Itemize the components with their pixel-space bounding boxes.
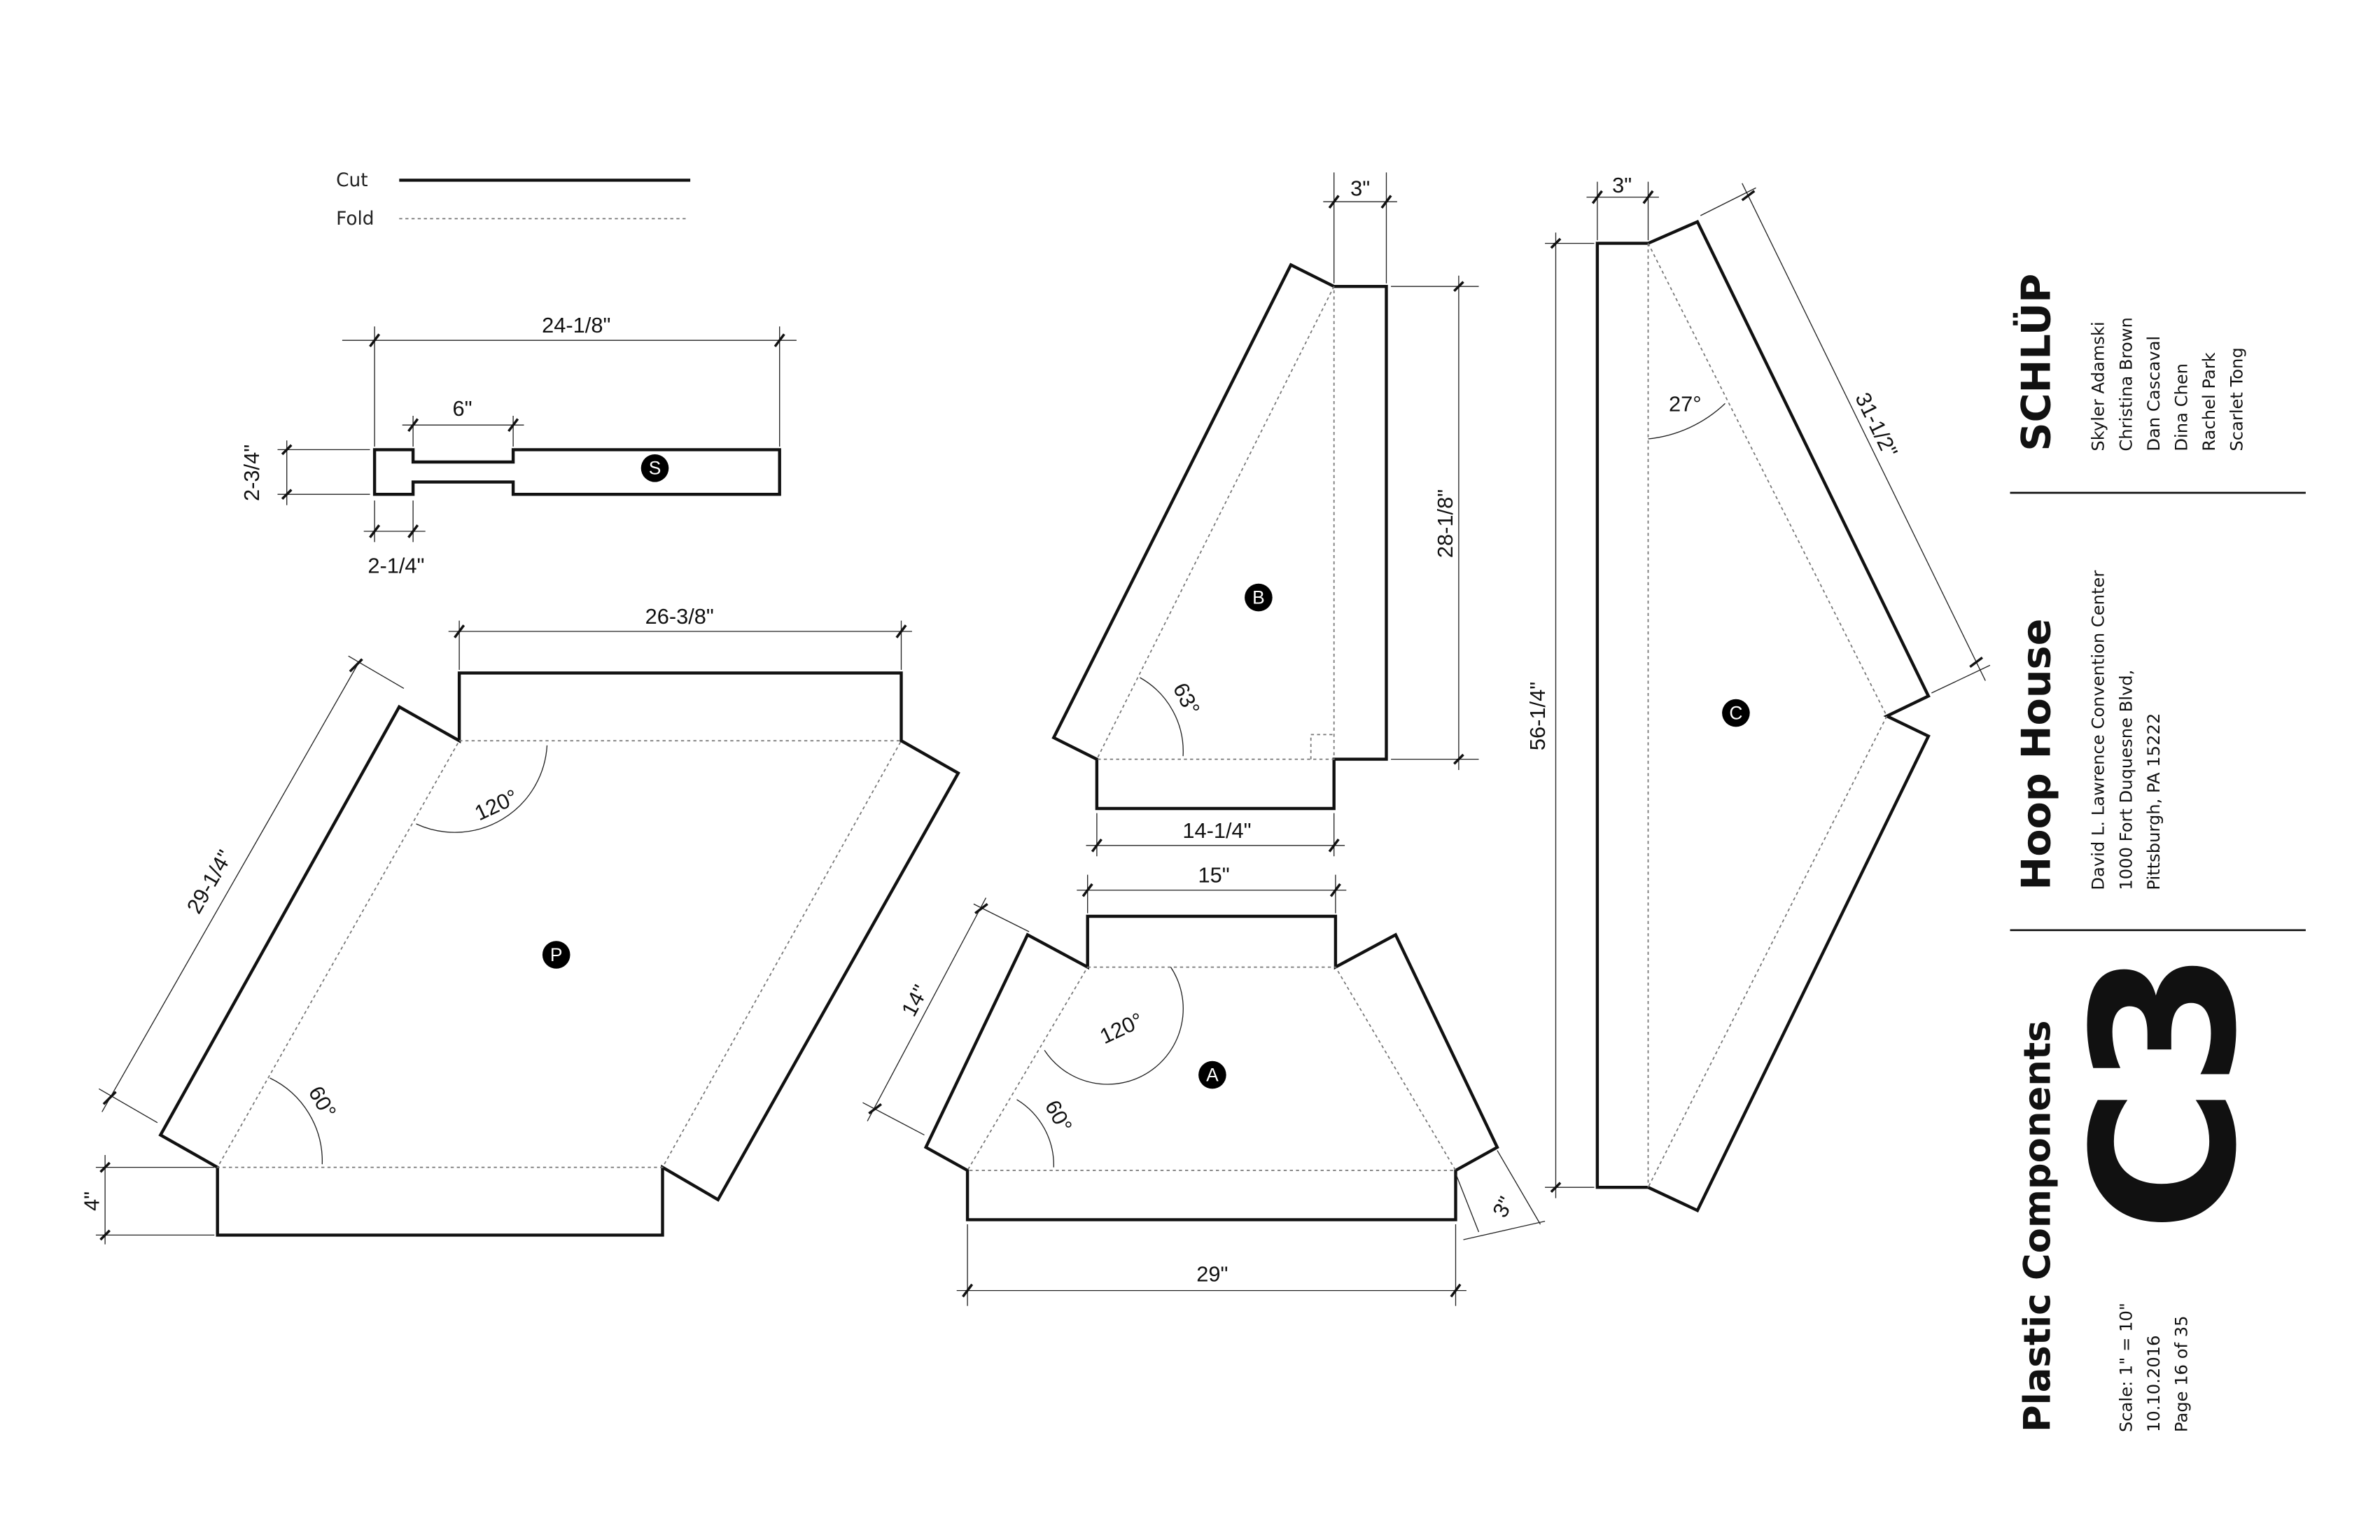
dim-text: 29-1/4"	[182, 846, 237, 918]
legend: Cut Fold	[336, 169, 691, 230]
dimension-c-flap: 3"	[1586, 173, 1659, 241]
scale-text: Scale: 1" = 10"	[2116, 1303, 2136, 1432]
dim-text: 31-1/2"	[1850, 388, 1903, 461]
dimension-s-head: 2-1/4"	[363, 500, 426, 578]
date-text: 10.10.2016	[2144, 1336, 2164, 1433]
dimension-a-bottom: 29"	[956, 1224, 1466, 1306]
sheet-number: C3	[2052, 950, 2281, 1232]
piece-b-outline	[1051, 262, 1388, 811]
piece-s-label: S	[649, 458, 662, 479]
angle-arc	[1648, 402, 1726, 440]
dim-text: 14-1/4"	[1182, 818, 1251, 843]
dim-text: 3"	[1350, 176, 1370, 200]
dim-text: 26-3/8"	[645, 604, 714, 629]
team-member: Dan Cascaval	[2144, 336, 2164, 451]
dim-text: 2-1/4"	[368, 553, 424, 578]
angle-arc	[1140, 677, 1184, 757]
piece-c-badge	[1722, 699, 1750, 727]
angle-text: 27°	[1669, 391, 1702, 416]
address-line: David L. Lawrence Convention Center	[2089, 570, 2108, 890]
dim-text: 4"	[79, 1191, 104, 1211]
project-name: Hoop House	[2014, 619, 2060, 890]
piece-a-label: A	[1206, 1064, 1219, 1085]
piece-s-badge	[640, 454, 669, 482]
piece-b-badge	[1245, 583, 1273, 612]
angle-arc	[1016, 1099, 1054, 1168]
piece-c-fold-lines	[1647, 243, 1888, 1188]
dim-text: 3"	[1612, 173, 1632, 197]
piece-b-fold-lines	[1096, 286, 1335, 760]
piece-b-label: B	[1252, 587, 1265, 608]
dimension-p-top: 26-3/8"	[448, 604, 912, 671]
piece-a: A 15" 29" 14" 3" 120° 60°	[862, 863, 1546, 1306]
dimension-s-neck: 6"	[402, 396, 524, 447]
piece-p-label: P	[550, 944, 563, 965]
sheet-title: Plastic Components	[2017, 1020, 2059, 1432]
legend-cut-label: Cut	[336, 169, 368, 191]
page-number: Page 16 of 35	[2172, 1316, 2192, 1433]
team-member: Skyler Adamski	[2089, 321, 2108, 451]
dim-text: 2-3/4"	[239, 444, 264, 501]
dim-text: 3"	[1488, 1193, 1518, 1222]
dimension-b-flap: 3"	[1323, 172, 1397, 284]
dim-text: 14"	[897, 981, 933, 1020]
piece-p-badge	[542, 941, 570, 969]
address-line: 1000 Fort Duquesne Blvd,	[2116, 670, 2136, 890]
dim-text: 28-1/8"	[1433, 489, 1457, 558]
dim-text: 24-1/8"	[542, 313, 610, 337]
team-member: Dina Chen	[2172, 363, 2192, 451]
angle-text: 120°	[1096, 1008, 1147, 1049]
piece-c-label: C	[1729, 702, 1742, 723]
dimension-b-height: 28-1/8"	[1391, 275, 1479, 770]
dimension-c-height: 56-1/4"	[1525, 232, 1595, 1198]
angle-arc	[270, 1077, 323, 1165]
team-member: Rachel Park	[2199, 352, 2219, 451]
piece-s-outline	[372, 448, 781, 496]
dimension-a-side: 14"	[862, 897, 1030, 1135]
angle-arc	[416, 745, 548, 833]
piece-p-outline	[158, 671, 960, 1237]
dim-text: 56-1/4"	[1525, 682, 1550, 750]
dim-text: 6"	[452, 396, 472, 421]
firm-name: SCHLÜP	[2013, 274, 2060, 451]
dimension-s-length: 24-1/8"	[342, 313, 797, 447]
angle-arc	[1044, 967, 1184, 1085]
dimension-b-base: 14-1/4"	[1086, 813, 1345, 857]
dimension-a-top: 15"	[1077, 863, 1347, 913]
legend-fold-label: Fold	[336, 208, 374, 230]
piece-p-fold-lines	[216, 740, 903, 1168]
address-line: Pittsburgh, PA 15222	[2144, 713, 2164, 890]
angle-text: 60°	[304, 1082, 342, 1122]
angle-text: 120°	[471, 785, 522, 826]
dimension-p-flap: 4"	[79, 1155, 215, 1245]
piece-a-badge	[1198, 1060, 1226, 1089]
dimension-s-height: 2-3/4"	[239, 440, 370, 505]
piece-p: P 26-3/8" 29-1/4" 4" 120° 60°	[79, 604, 960, 1245]
dimension-c-side: 31-1/2"	[1700, 183, 1991, 694]
piece-s: S 24-1/8" 6" 2-3/4" 2-1/4"	[239, 313, 797, 578]
dim-text: 15"	[1198, 863, 1229, 888]
piece-c: C 3" 56-1/4" 31-1/2" 27°	[1525, 173, 1991, 1213]
piece-c-outline	[1595, 219, 1931, 1213]
dimension-p-side: 29-1/4"	[98, 655, 405, 1124]
team-member: Scarlet Tong	[2227, 347, 2247, 451]
piece-b: B 3" 28-1/8" 14-1/4" 63°	[1051, 172, 1479, 857]
team-member: Christina Brown	[2116, 317, 2136, 451]
dim-text: 29"	[1196, 1261, 1228, 1286]
title-block: SCHLÜP Skyler Adamski Christina Brown Da…	[2010, 274, 2306, 1432]
